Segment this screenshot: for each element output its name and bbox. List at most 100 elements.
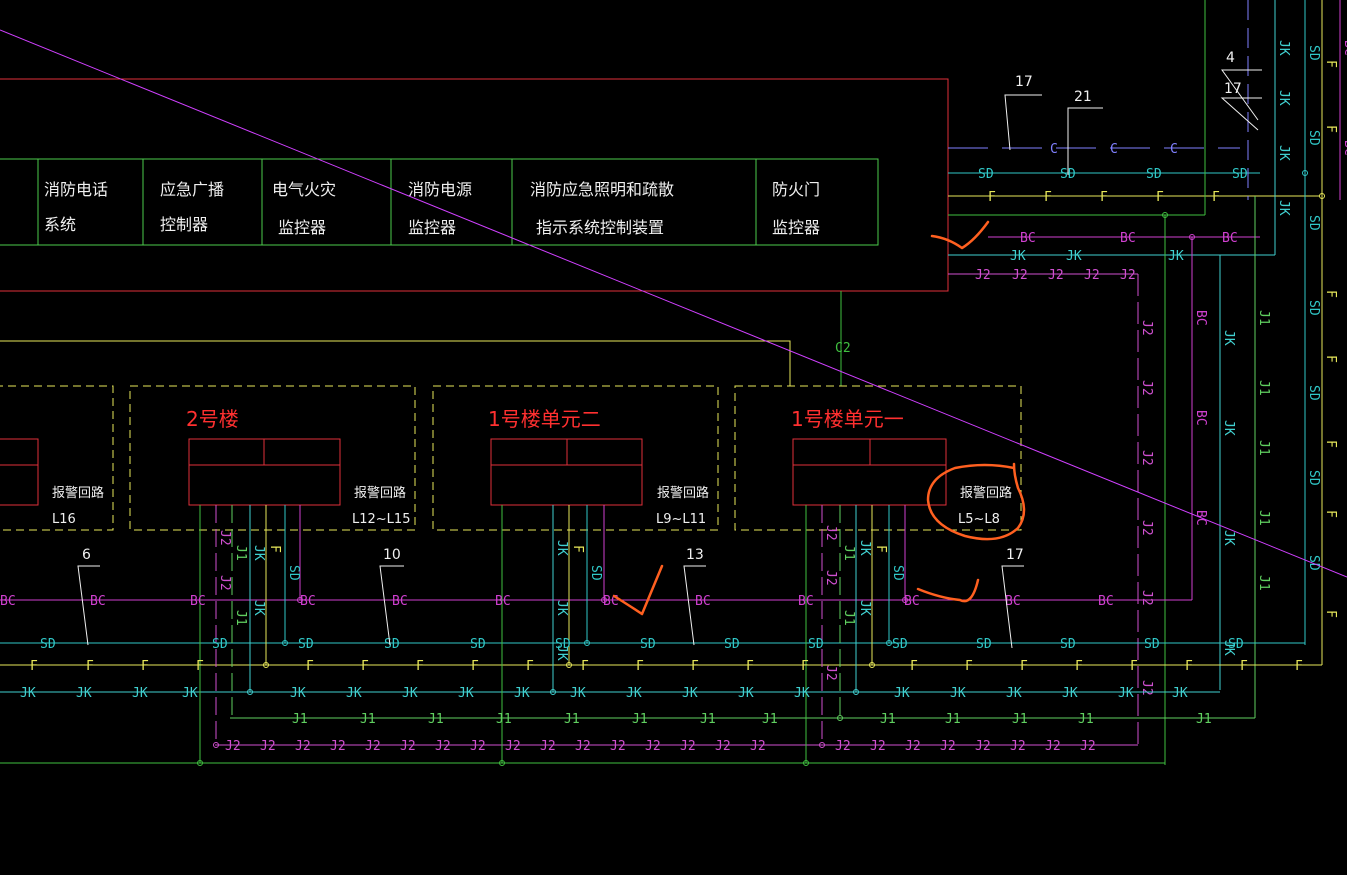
junction-dot: [1302, 170, 1308, 176]
jk-drop-label: JK: [251, 600, 266, 616]
f-bus-label: F: [988, 190, 996, 205]
f-riser-label: F: [1323, 290, 1338, 298]
j1-riser-label: J1: [1256, 510, 1271, 526]
bc-label: BC: [495, 594, 511, 609]
junction-dot: [584, 640, 590, 646]
jk-label: JK: [402, 686, 418, 701]
j2-bus-label: J2: [1048, 268, 1064, 283]
jk-label: JK: [570, 686, 586, 701]
j2-riser-label: J2: [1139, 520, 1154, 536]
building-outline: [432, 385, 719, 531]
c-bus-label: C: [1110, 142, 1118, 157]
junction-dot: [803, 760, 809, 766]
building-l16[interactable]: 报警回路 L16: [0, 385, 114, 531]
f-label: F: [1020, 659, 1028, 674]
j2-drop-label: J2: [217, 575, 232, 591]
jk-label: JK: [626, 686, 642, 701]
building-2[interactable]: 2号楼 报警回路 L12~L15: [129, 385, 416, 531]
annotation-check-mark: [930, 220, 990, 250]
module-fire-door-line2: 监控器: [772, 218, 820, 237]
junction-dot: [566, 662, 572, 668]
building-boxes[interactable]: 报警回路 L16 2号楼 报警回路 L12~L15 1号楼单元二 报警回路 L9…: [0, 385, 1022, 531]
j2-label: J2: [940, 739, 956, 754]
callout-leader: [683, 565, 706, 646]
junction-dot: [247, 689, 253, 695]
j1-label: J1: [428, 712, 444, 727]
jk-bus-label: JK: [1066, 249, 1082, 264]
jk-label: JK: [1006, 686, 1022, 701]
bc-label: BC: [695, 594, 711, 609]
j2-label: J2: [400, 739, 416, 754]
diagonal-line: [0, 29, 1347, 578]
jk-riser-label: JK: [1221, 530, 1236, 546]
f-label: F: [1240, 659, 1248, 674]
riser-labels: J2 J2 J2 J2 J2 J2 BC BC BC JK JK JK JK J…: [1139, 40, 1347, 696]
j1-label: J1: [1196, 712, 1212, 727]
loop-range-label: L5~L8: [958, 512, 1000, 527]
sd-drop-label: SD: [286, 565, 301, 581]
alarm-loop-label: 报警回路: [657, 485, 709, 501]
jk-label: JK: [682, 686, 698, 701]
f-riser-label: F: [1323, 125, 1338, 133]
junction-dot: [601, 597, 607, 603]
j1-label: J1: [496, 712, 512, 727]
main-control-panel[interactable]: 消防电话 系统 应急广播 控制器 电气火灾 监控器 消防电源 监控器 消防应急照…: [0, 78, 949, 292]
loop-range-label: L9~L11: [656, 512, 706, 527]
j1-drop-label: J1: [841, 610, 856, 626]
sd-label: SD: [1228, 637, 1244, 652]
j1-drop-label: J1: [233, 545, 248, 561]
panel-output-buses: [840, 0, 1320, 386]
jk-drop-label: JK: [554, 600, 569, 616]
bc-riser-label: BC: [1193, 410, 1208, 426]
sd-riser-label: SD: [1306, 45, 1321, 61]
module-emergency-lighting-line1: 消防应急照明和疏散: [530, 180, 674, 199]
building-1-unit-1[interactable]: 1号楼单元一 报警回路 L5~L8: [734, 385, 1022, 531]
j2-label: J2: [645, 739, 661, 754]
junction-dot: [853, 689, 859, 695]
bus-labels: C C C SD SD SD SD F F F F F BC BC BC JK …: [835, 142, 1248, 356]
j2-riser-label: J2: [1139, 590, 1154, 606]
j1-riser-label: J1: [1256, 440, 1271, 456]
building-outline: [734, 385, 1022, 531]
building-title: 2号楼: [186, 407, 239, 431]
junction-dot: [499, 760, 505, 766]
bc-label: BC: [1005, 594, 1021, 609]
loop-range-label: L16: [52, 512, 76, 527]
f-label: F: [526, 659, 534, 674]
f-riser-label: F: [1323, 510, 1338, 518]
annotation-check-mark: [916, 578, 980, 603]
sd-label: SD: [298, 637, 314, 652]
j1-label: J1: [292, 712, 308, 727]
module-emergency-lighting-line2: 指示系统控制装置: [536, 218, 664, 237]
c-bus-label: C: [1050, 142, 1058, 157]
lower-bus-labels: BC BC BC BC BC BC BC BC BC BC BC BC SD S…: [0, 594, 1303, 754]
j2-label: J2: [435, 739, 451, 754]
callout-leader: [1004, 94, 1042, 151]
j2-drop-label: J2: [823, 525, 838, 541]
jk-label: JK: [346, 686, 362, 701]
j2-riser-label: J2: [1139, 320, 1154, 336]
jk-label: JK: [894, 686, 910, 701]
annotation-check-mark: [612, 564, 664, 616]
bc-label: BC: [90, 594, 106, 609]
jk-drop-label: JK: [857, 600, 872, 616]
callout-number-6: 6: [82, 547, 91, 563]
sd-label: SD: [470, 637, 486, 652]
f-bus-label: F: [1044, 190, 1052, 205]
sd-label: SD: [40, 637, 56, 652]
jk-label: JK: [1062, 686, 1078, 701]
jk-riser-label: JK: [1221, 420, 1236, 436]
building-1-unit-2[interactable]: 1号楼单元二 报警回路 L9~L11: [432, 385, 719, 531]
building-title: 1号楼单元二: [488, 407, 601, 431]
sd-drop-label: SD: [588, 565, 603, 581]
f-drop-label: F: [570, 545, 585, 553]
callout-number-21: 21: [1074, 89, 1092, 105]
building-outline: [129, 385, 416, 531]
annotation-circle: [926, 462, 1026, 541]
jk-bus-label: JK: [1168, 249, 1184, 264]
j2-label: J2: [1045, 739, 1061, 754]
junction-dot: [819, 742, 825, 748]
f-riser-label: F: [1323, 440, 1338, 448]
callout-leader: [1067, 107, 1103, 175]
